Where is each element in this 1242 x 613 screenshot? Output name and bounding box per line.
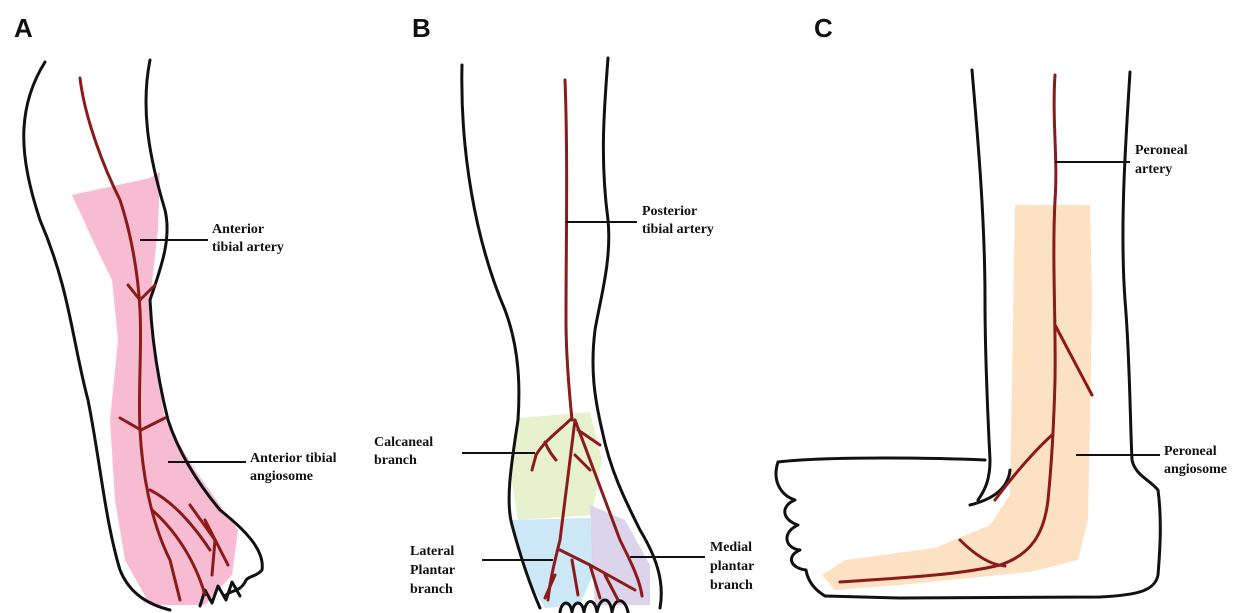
label-posterior-tibial-artery-2: tibial artery: [642, 222, 714, 237]
label-medial-plantar-branch-3: branch: [710, 578, 753, 593]
panel-c-letter: C: [814, 13, 833, 43]
label-anterior-tibial-angiosome-1: Anterior tibial: [250, 451, 337, 466]
label-medial-plantar-branch-1: Medial: [710, 540, 752, 555]
label-peroneal-angiosome-1: Peroneal: [1164, 444, 1217, 459]
panel-b: B Posterior tibial artery Calcaneal bran…: [374, 13, 754, 612]
label-peroneal-artery-2: artery: [1135, 162, 1172, 177]
panel-c: C Peroneal artery Peroneal angiosome: [776, 13, 1227, 598]
label-peroneal-angiosome-2: angiosome: [1164, 462, 1227, 477]
leg-c-outline-front: [825, 72, 1160, 598]
posterior-tibial-artery: [565, 80, 572, 420]
label-peroneal-artery-1: Peroneal: [1135, 143, 1188, 158]
leg-c-outline-back: [972, 70, 990, 500]
label-anterior-tibial-artery-1: Anterior: [212, 222, 264, 237]
calcaneal-region: [510, 412, 602, 520]
label-calcaneal-branch-2: branch: [374, 453, 417, 468]
label-calcaneal-branch-1: Calcaneal: [374, 435, 433, 450]
label-anterior-tibial-angiosome-2: angiosome: [250, 469, 313, 484]
label-anterior-tibial-artery-2: tibial artery: [212, 240, 284, 255]
label-lateral-plantar-branch-1: Lateral: [410, 544, 454, 559]
peroneal-angiosome-region: [822, 205, 1092, 590]
label-lateral-plantar-branch-2: Plantar: [410, 563, 455, 578]
label-medial-plantar-branch-2: plantar: [710, 559, 754, 574]
panel-a: A Anterior tibial artery Anterior tibial…: [14, 13, 337, 610]
panel-b-letter: B: [412, 13, 431, 43]
panel-a-letter: A: [14, 13, 33, 43]
label-lateral-plantar-branch-3: branch: [410, 582, 453, 597]
label-posterior-tibial-artery-1: Posterior: [642, 204, 697, 219]
